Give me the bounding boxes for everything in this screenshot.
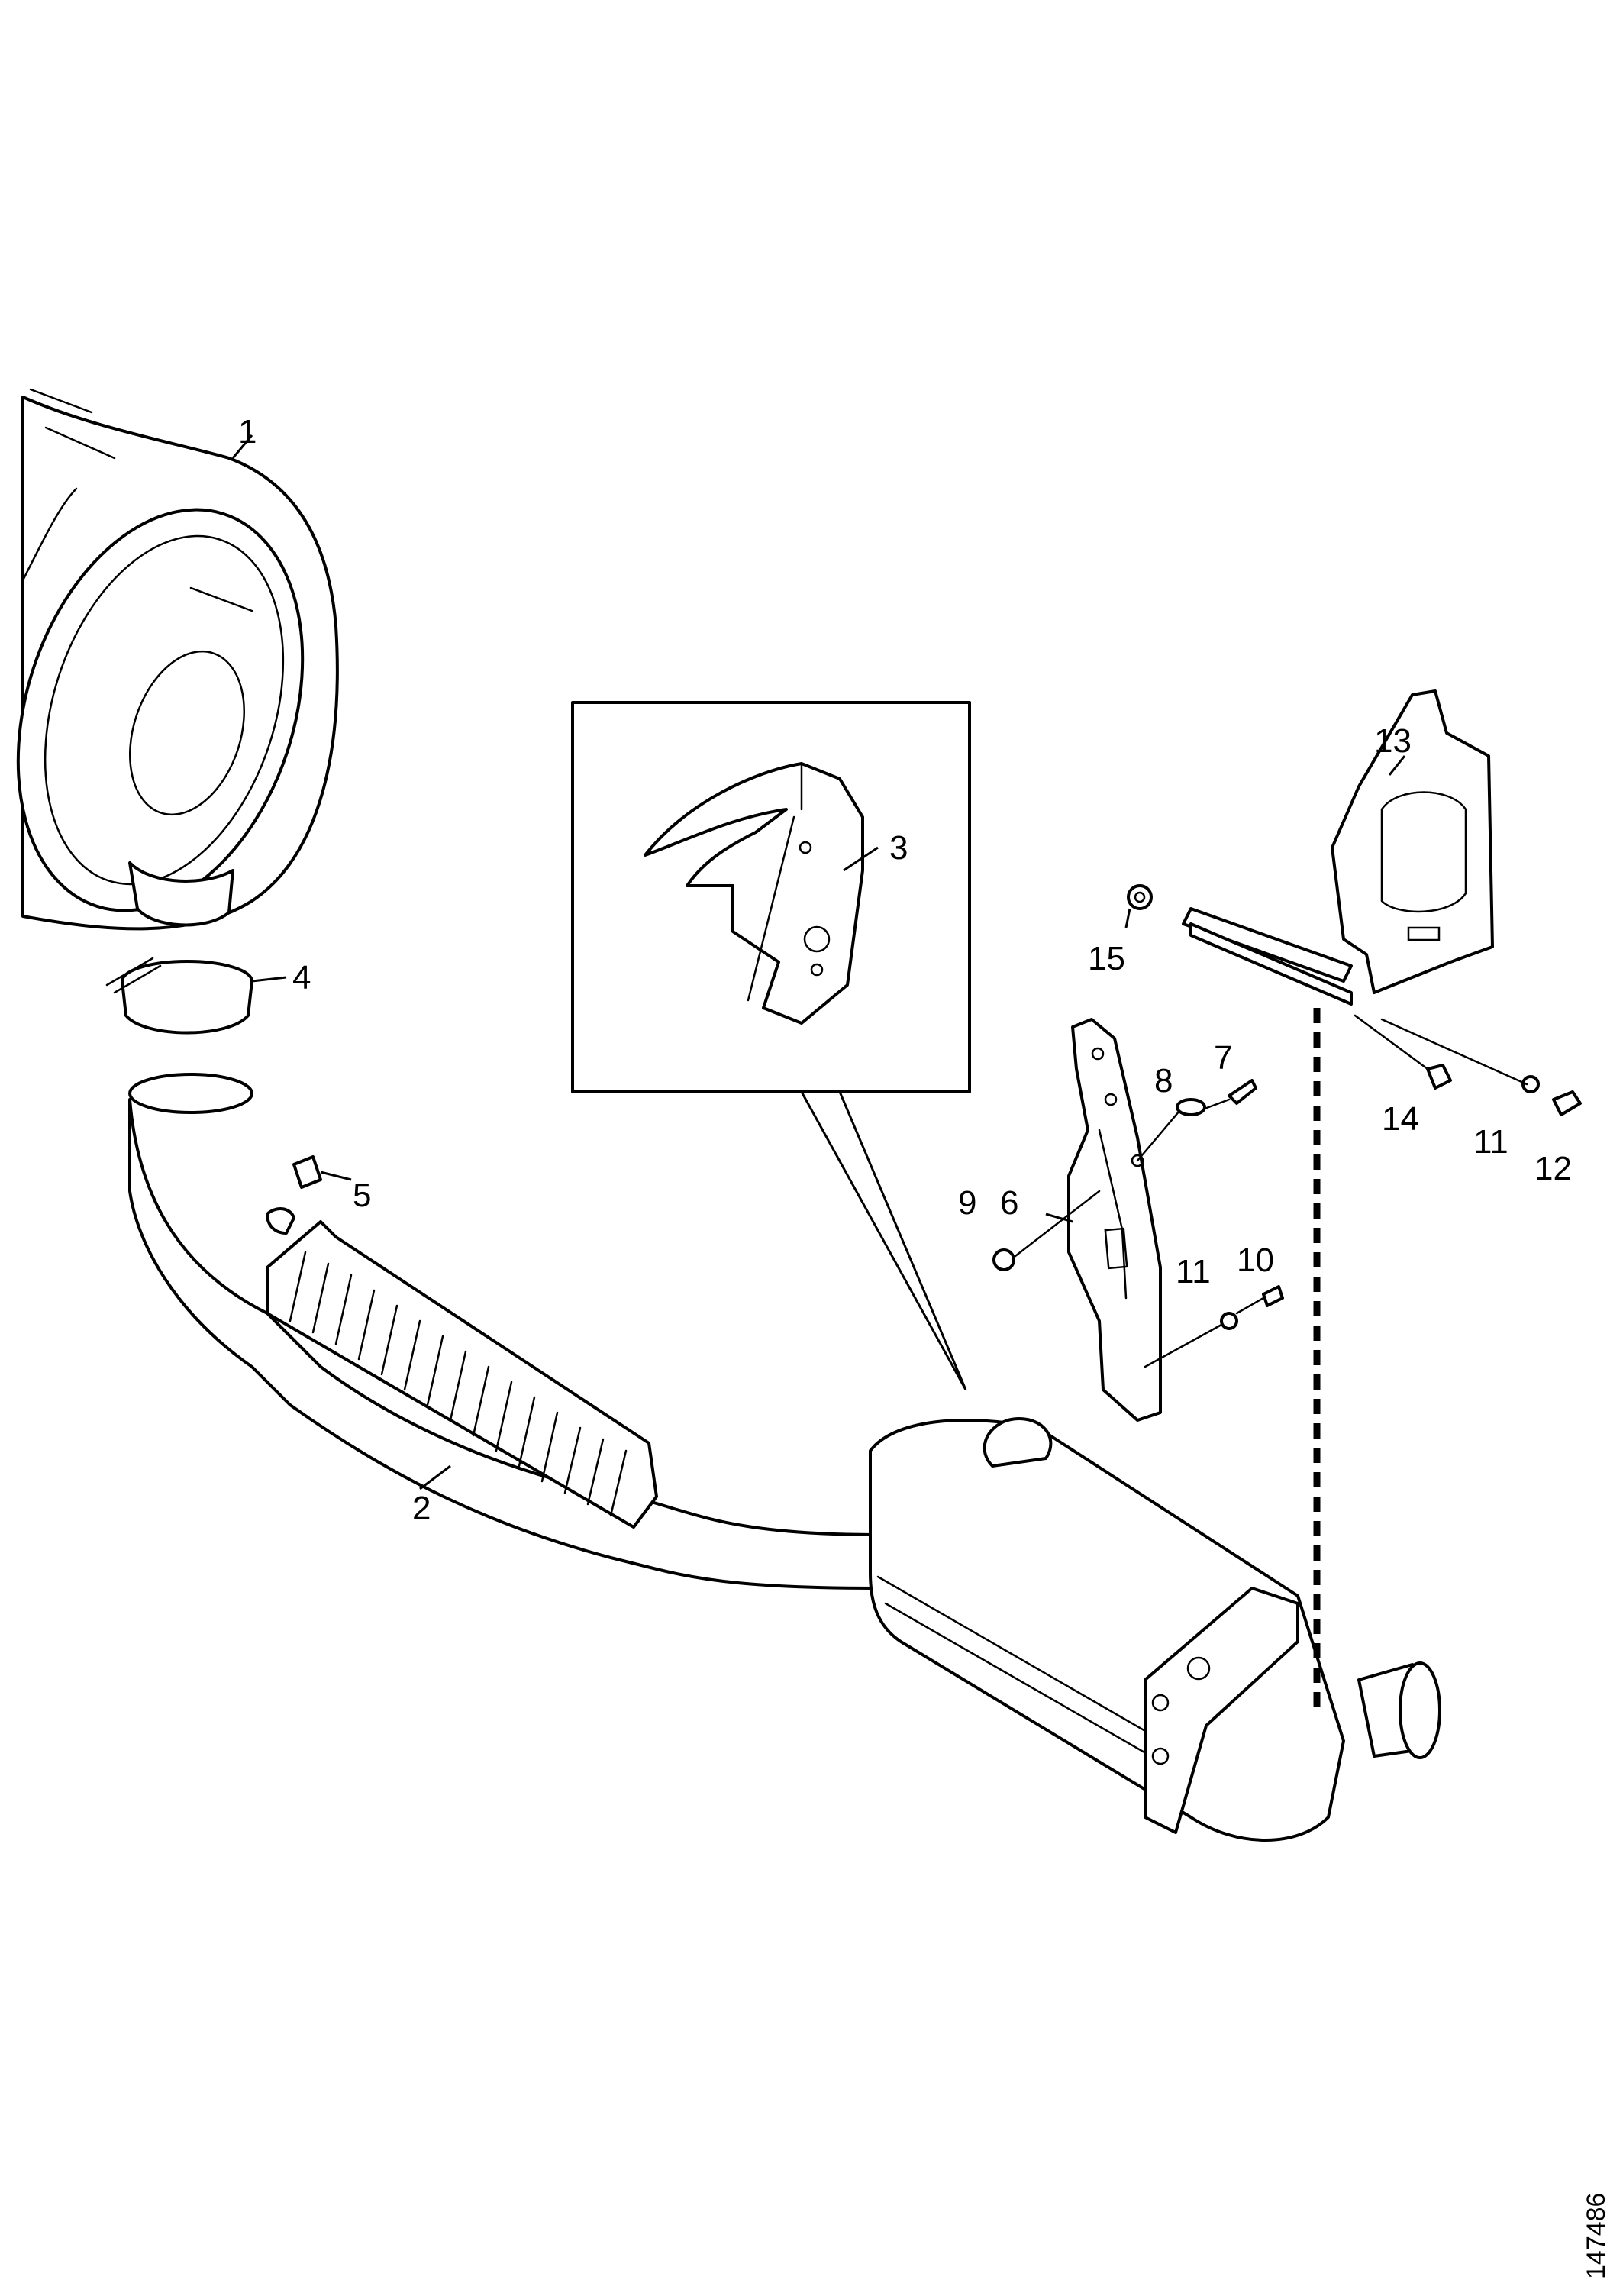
callout-11-lower: 11 (1176, 1253, 1211, 1290)
callout-4: 4 (292, 959, 311, 996)
part-11-washer-lower (1144, 1312, 1238, 1368)
strap-rod (1182, 907, 1353, 1006)
callout-leaders (231, 434, 1406, 1490)
callout-7: 7 (1214, 1039, 1232, 1077)
silencer-body (869, 1417, 1441, 1842)
callout-9: 9 (958, 1184, 976, 1222)
part-3-detail-inset (571, 701, 971, 1390)
callout-6: 6 (1000, 1184, 1018, 1222)
callout-2: 2 (412, 1490, 431, 1527)
callout-5: 5 (353, 1177, 371, 1214)
part-6-bracket (1067, 1018, 1162, 1422)
callout-15: 15 (1088, 940, 1125, 977)
part-9-nut (992, 1190, 1101, 1271)
callout-1: 1 (238, 413, 257, 450)
part-4-clamp (105, 957, 253, 1035)
part-12-bolt (1380, 1018, 1582, 1116)
part-7-bolt (1197, 1079, 1257, 1112)
drawing-reference-number: 147486 (1582, 2193, 1611, 2279)
callout-11-upper: 11 (1473, 1123, 1508, 1161)
part-14-bolt (1354, 1014, 1452, 1090)
callout-10: 10 (1237, 1242, 1274, 1279)
part-5-sensor-nut (266, 1155, 322, 1235)
part-1-exhaust-housing (16, 388, 339, 931)
callout-14: 14 (1382, 1100, 1419, 1138)
part-10-bolt (1235, 1285, 1284, 1315)
callout-8: 8 (1154, 1062, 1173, 1100)
callout-labels: 1 2 3 4 5 6 7 8 9 10 11 12 13 14 15 11 (238, 413, 1572, 1527)
part-15-nut (1127, 884, 1153, 910)
part-13-plate-bracket (1331, 689, 1494, 994)
silencer-bracket (1144, 1587, 1299, 1834)
callout-13: 13 (1374, 722, 1412, 760)
callout-12: 12 (1534, 1150, 1572, 1187)
part-8-washer (1136, 1098, 1206, 1162)
callout-3: 3 (889, 829, 908, 867)
part-2-flex-pipe (128, 1073, 879, 1590)
part-11-washer-upper (1521, 1075, 1540, 1093)
